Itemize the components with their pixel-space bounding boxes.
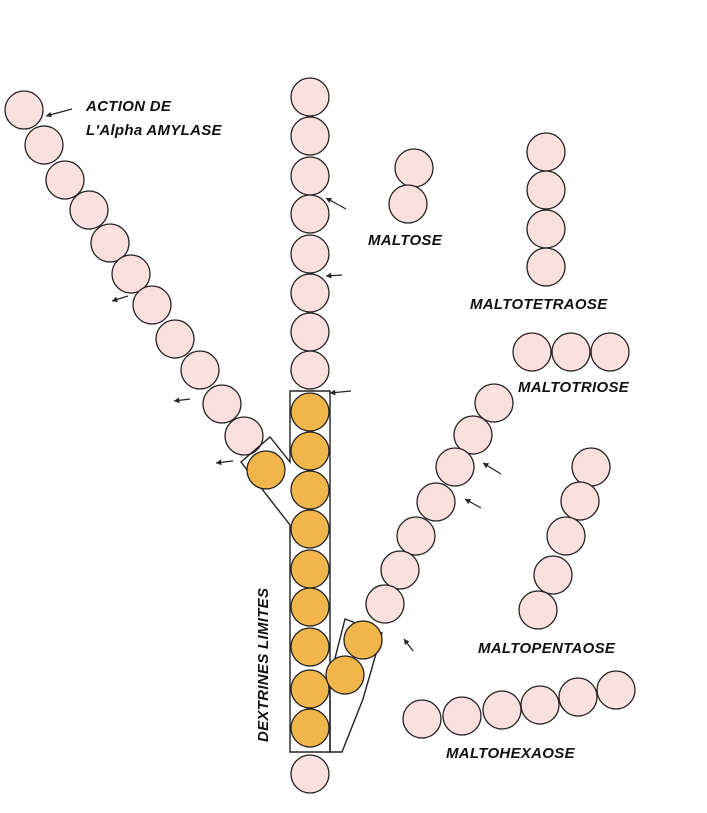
action-title-line1: ACTION DE	[86, 98, 172, 115]
limit-dextrin-unit	[290, 549, 330, 589]
limit-dextrin-unit	[290, 470, 330, 510]
maltohexaose-label: MALTOHEXAOSE	[446, 745, 575, 762]
maltohexaose-unit	[520, 685, 560, 725]
cleavage-arrowhead	[46, 111, 52, 118]
limit-dextrin-unit	[290, 627, 330, 667]
maltohexaose-unit	[482, 690, 522, 730]
glucose-unit	[202, 384, 242, 424]
maltohexaose-unit	[596, 670, 636, 710]
limit-dextrin-unit	[325, 655, 365, 695]
maltohexaose-unit	[558, 677, 598, 717]
cleavage-arrowhead	[465, 499, 471, 505]
maltopentaose-unit	[560, 481, 600, 521]
dextrin-bracket-outline	[240, 390, 331, 753]
limit-dextrin-unit	[290, 587, 330, 627]
maltohexaose-unit	[402, 699, 442, 739]
maltotetraose-unit	[526, 132, 566, 172]
limit-dextrin-unit	[290, 708, 330, 748]
glucose-unit	[24, 125, 64, 165]
maltopentaose-unit	[571, 447, 611, 487]
cleavage-arrowhead	[326, 272, 332, 279]
glucose-unit	[290, 754, 330, 794]
cleavage-arrowhead	[174, 397, 180, 404]
glucose-unit	[290, 116, 330, 156]
cleavage-arrowhead	[330, 389, 336, 396]
glucose-unit	[69, 190, 109, 230]
glucose-unit	[290, 350, 330, 390]
limit-dextrin-unit	[246, 450, 286, 490]
cleavage-arrowhead	[326, 198, 332, 204]
action-title-line2: L'Alpha AMYLASE	[86, 122, 222, 139]
glucose-unit	[132, 285, 172, 325]
maltotetraose-unit	[526, 170, 566, 210]
glucose-unit	[416, 482, 456, 522]
limit-dextrin-unit	[290, 509, 330, 549]
glucose-unit	[474, 383, 514, 423]
glucose-unit	[45, 160, 85, 200]
glucose-unit	[380, 550, 420, 590]
glucose-unit	[290, 156, 330, 196]
limit-dextrin-unit	[290, 431, 330, 471]
limit-dextrin-unit	[290, 669, 330, 709]
glucose-unit	[435, 447, 475, 487]
glucose-unit	[290, 194, 330, 234]
glucose-unit	[4, 90, 44, 130]
glucose-unit	[396, 516, 436, 556]
limit-dextrin-unit	[290, 392, 330, 432]
glucose-unit	[290, 77, 330, 117]
cleavage-arrowhead	[112, 296, 118, 303]
dextrines-limites-label: DEXTRINES LIMITES	[255, 587, 272, 742]
maltopentaose-unit	[518, 590, 558, 630]
maltohexaose-unit	[442, 696, 482, 736]
maltotetraose-unit	[526, 209, 566, 249]
maltose-unit	[388, 184, 428, 224]
maltotetraose-label: MALTOTETRAOSE	[470, 296, 608, 313]
maltopentaose-unit	[546, 516, 586, 556]
maltopentaose-unit	[533, 555, 573, 595]
maltopentaose-label: MALTOPENTAOSE	[478, 640, 616, 657]
glucose-unit	[155, 319, 195, 359]
limit-dextrin-unit	[343, 620, 383, 660]
cleavage-arrowhead	[404, 639, 410, 645]
cleavage-arrowhead	[216, 459, 222, 466]
glucose-unit	[365, 584, 405, 624]
maltose-label: MALTOSE	[368, 232, 443, 249]
glucose-unit	[290, 312, 330, 352]
glucose-unit	[224, 416, 264, 456]
maltotriose-unit	[512, 332, 552, 372]
maltotriose-unit	[551, 332, 591, 372]
maltotriose-unit	[590, 332, 630, 372]
glucose-unit	[453, 415, 493, 455]
maltotriose-label: MALTOTRIOSE	[518, 379, 630, 396]
glucose-unit	[290, 234, 330, 274]
glucose-unit	[290, 273, 330, 313]
glucose-unit	[180, 350, 220, 390]
cleavage-arrowhead	[483, 463, 489, 469]
maltose-unit	[394, 148, 434, 188]
maltotetraose-unit	[526, 247, 566, 287]
glucose-unit	[111, 254, 151, 294]
glucose-unit	[90, 223, 130, 263]
